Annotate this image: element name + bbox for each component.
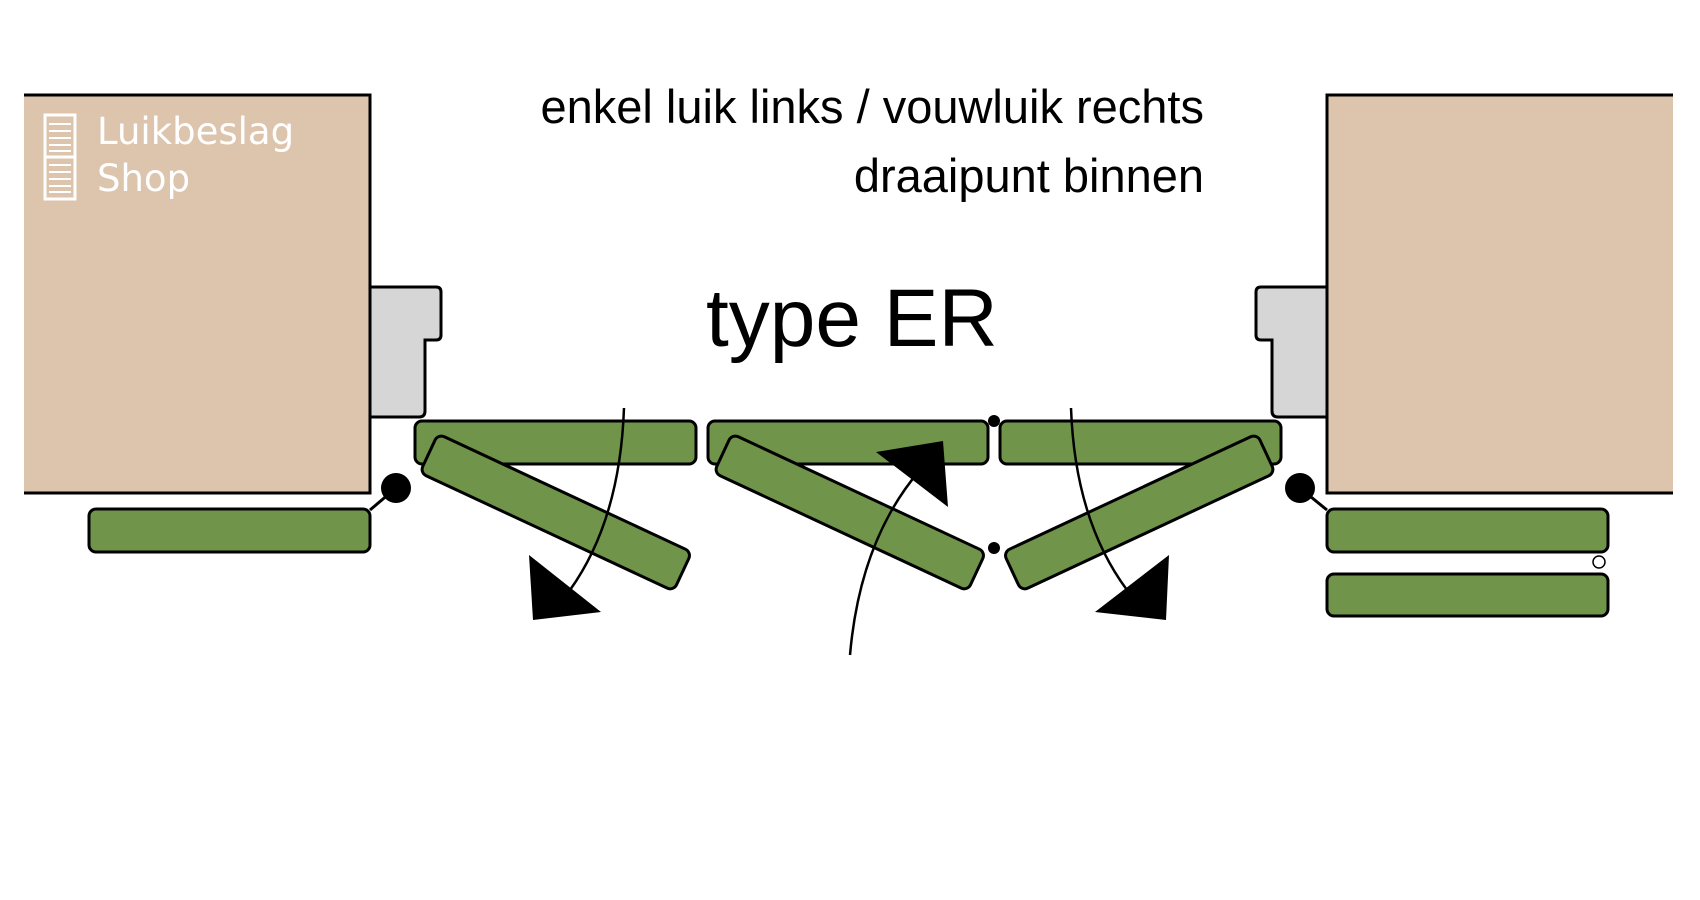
shutter-swing-left [420,434,691,591]
shutter-swing-middle [714,434,985,591]
shutter-closed-left [413,419,698,466]
shutter-open-right-2 [1325,572,1610,618]
title-line2: draaipunt binnen [854,149,1204,202]
logo-line1: Luikbeslag [97,110,294,153]
shutter-swing-right [1004,434,1275,591]
shutter-open-right-1 [1325,507,1610,554]
left-wall [24,93,372,495]
logo-line2: Shop [97,157,190,200]
fold-hinge-bottom-icon [988,542,1000,554]
swing-arrow-middle-icon [848,441,948,656]
shutter-closed-right [998,419,1283,466]
left-window-frame [368,285,443,419]
hinge-pivot-right-icon [1285,473,1315,503]
right-wall [1325,93,1673,495]
logo: Luikbeslag Shop [43,110,294,201]
swing-arrow-right-icon [1069,407,1169,620]
swing-arrow-left-icon [529,407,626,620]
type-label: type ER [706,273,998,364]
shutter-open-left [87,507,372,554]
fold-hinge-top-icon [988,415,1000,427]
right-window-frame [1254,285,1329,419]
title-line1: enkel luik links / vouwluik rechts [541,80,1205,133]
fold-hinge-open-icon [1592,555,1606,569]
shutter-logo-icon [43,113,77,201]
hinge-pivot-left-icon [381,473,411,503]
